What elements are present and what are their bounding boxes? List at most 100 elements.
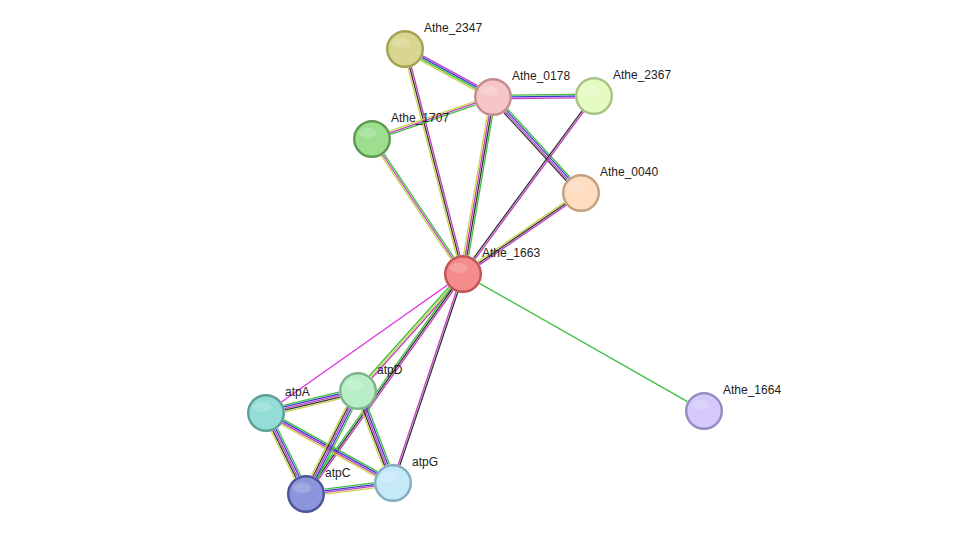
evidence-line <box>421 59 476 89</box>
interaction-edge <box>480 283 688 401</box>
node-disc <box>576 78 612 114</box>
evidence-line <box>363 409 384 465</box>
evidence-line <box>285 399 340 412</box>
evidence-line <box>480 283 688 401</box>
evidence-line <box>312 406 347 475</box>
evidence-line <box>390 103 475 133</box>
node-highlight <box>480 86 498 96</box>
node-highlight <box>691 400 709 410</box>
evidence-line <box>480 205 567 264</box>
evidence-line <box>512 96 575 98</box>
protein-node: atpC <box>287 475 325 513</box>
interaction-edge <box>389 102 475 135</box>
node-circle <box>247 394 285 432</box>
node-disc <box>340 373 376 409</box>
interaction-edge <box>381 154 454 259</box>
node-disc <box>563 175 599 211</box>
evidence-line <box>274 430 297 477</box>
interaction-edge <box>464 115 493 255</box>
protein-node: Athe_1663 <box>444 255 482 293</box>
node-label: Athe_1707 <box>391 111 449 125</box>
node-label: Athe_0040 <box>600 165 658 179</box>
interaction-edge <box>325 483 375 494</box>
node-disc <box>354 121 390 157</box>
protein-node: atpD <box>339 372 377 410</box>
node-disc <box>686 393 722 429</box>
node-label: atpD <box>377 363 402 377</box>
evidence-line <box>398 292 456 465</box>
evidence-line <box>318 290 453 479</box>
node-disc <box>288 476 324 512</box>
node-circle <box>386 30 424 68</box>
node-highlight <box>581 85 599 95</box>
interaction-edge <box>478 202 567 264</box>
node-highlight <box>359 128 377 138</box>
evidence-line <box>273 431 296 478</box>
evidence-line <box>271 432 294 479</box>
interaction-edge <box>271 429 300 479</box>
evidence-line <box>276 429 299 476</box>
protein-node: atpG <box>374 464 412 502</box>
node-highlight <box>450 263 468 273</box>
evidence-line <box>317 289 452 478</box>
evidence-line <box>381 156 451 259</box>
interaction-edge <box>369 287 451 378</box>
evidence-line <box>285 397 340 410</box>
node-circle <box>575 77 613 115</box>
node-highlight <box>293 483 311 493</box>
interaction-edge <box>504 109 570 180</box>
node-circle <box>374 464 412 502</box>
node-circle <box>339 372 377 410</box>
node-circle <box>444 255 482 293</box>
node-circle <box>562 174 600 212</box>
node-label: Athe_0178 <box>512 69 570 83</box>
protein-node: Athe_2347 <box>386 30 424 68</box>
evidence-line <box>464 115 488 255</box>
node-disc <box>445 256 481 292</box>
evidence-line <box>369 287 449 376</box>
node-highlight <box>568 182 586 192</box>
node-label: Athe_1663 <box>482 246 540 260</box>
node-label: Athe_1664 <box>723 383 781 397</box>
evidence-line <box>325 488 374 494</box>
interaction-edge <box>398 292 458 466</box>
evidence-line <box>512 94 575 96</box>
evidence-line <box>362 410 383 466</box>
node-highlight <box>380 472 398 482</box>
node-circle <box>353 120 391 158</box>
protein-node: Athe_2367 <box>575 77 613 115</box>
evidence-line <box>366 408 387 464</box>
interaction-edge <box>420 56 477 90</box>
node-label: atpC <box>325 466 350 480</box>
evidence-line <box>411 67 460 255</box>
node-highlight <box>253 402 271 412</box>
evidence-line <box>467 116 491 256</box>
node-label: atpA <box>285 385 310 399</box>
protein-node: Athe_0040 <box>562 174 600 212</box>
node-label: Athe_2367 <box>613 68 671 82</box>
evidence-line <box>389 102 474 132</box>
evidence-line <box>479 204 566 263</box>
evidence-line <box>383 155 453 258</box>
protein-node: Athe_1707 <box>353 120 391 158</box>
evidence-line <box>371 288 451 377</box>
evidence-line <box>313 407 348 476</box>
evidence-line <box>384 154 454 257</box>
interaction-edge <box>512 94 575 98</box>
node-label: atpG <box>412 455 438 469</box>
node-highlight <box>345 380 363 390</box>
evidence-line <box>365 409 386 465</box>
protein-node: Athe_1664 <box>685 392 723 430</box>
evidence-line <box>422 57 477 87</box>
node-highlight <box>392 38 410 48</box>
evidence-line <box>469 116 493 256</box>
evidence-line <box>465 116 489 256</box>
evidence-line <box>423 56 478 86</box>
node-circle <box>685 392 723 430</box>
interaction-edge <box>362 408 390 467</box>
node-disc <box>248 395 284 431</box>
node-circle <box>474 78 512 116</box>
protein-node: atpA <box>247 394 285 432</box>
node-disc <box>387 31 423 67</box>
